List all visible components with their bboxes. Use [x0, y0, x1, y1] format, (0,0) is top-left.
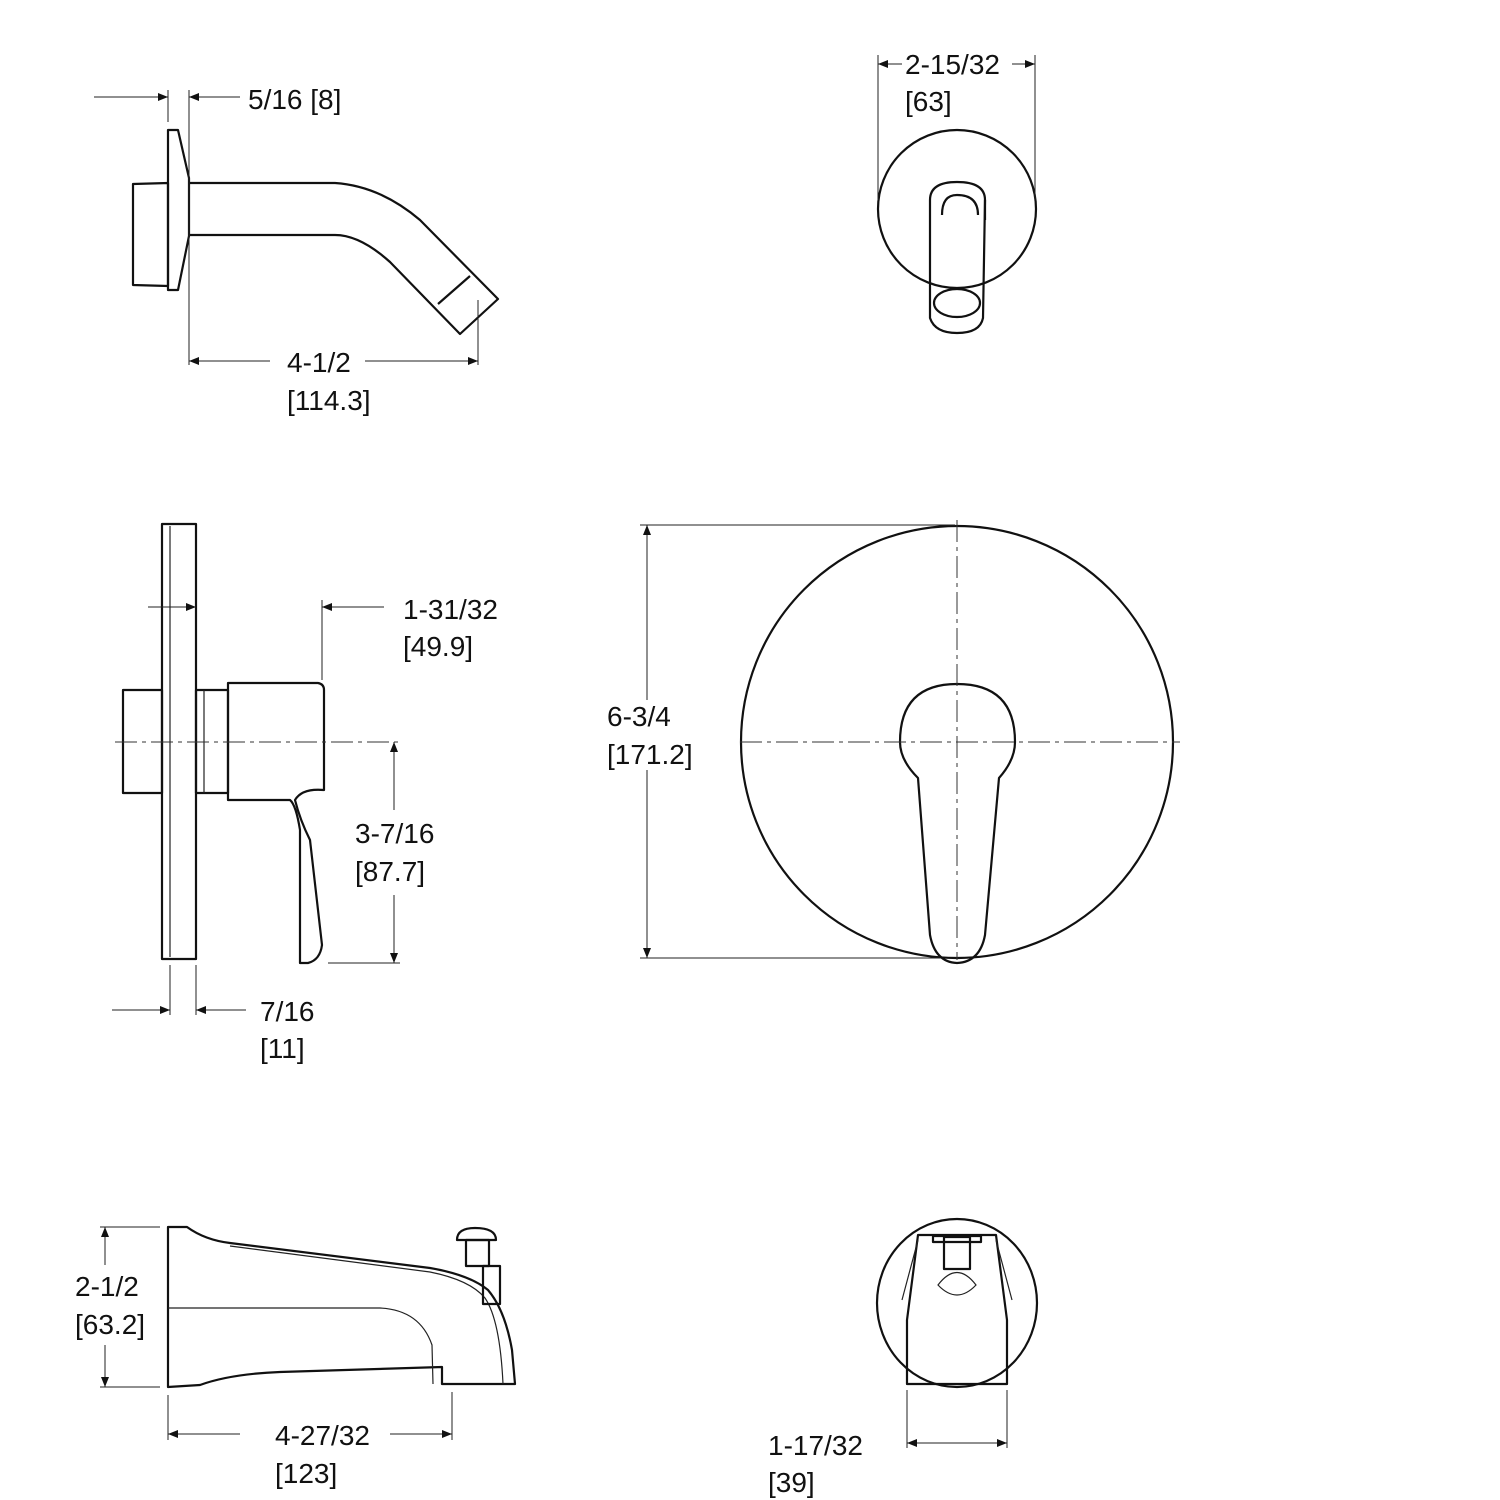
valve-handle-height-inches: 3-7/16: [355, 818, 434, 849]
valve-plate-thickness-inches: 7/16: [260, 996, 315, 1027]
valve-plate-diameter-mm: [171.2]: [607, 739, 693, 770]
valve-plate-diameter-inches: 6-3/4: [607, 701, 671, 732]
valve-handle-projection-inches: 1-31/32: [403, 594, 498, 625]
shower-arm-diameter-inches: 2-15/32: [905, 49, 1000, 80]
valve-handle-height-mm: [87.7]: [355, 856, 425, 887]
shower-arm-side-view: 5/16 [8] 4-1/2 [114.3]: [94, 84, 500, 416]
shower-arm-front-view: 2-15/32 [63]: [876, 49, 1038, 335]
valve-plate-thickness-mm: [11]: [260, 1033, 305, 1064]
tub-spout-length-inches: 4-27/32: [275, 1420, 370, 1451]
shower-arm-flange-dimension: 5/16 [8]: [248, 84, 341, 115]
valve-trim-front-view: 6-3/4 [171.2]: [607, 520, 1180, 965]
tub-spout-height-inches: 2-1/2: [75, 1271, 139, 1302]
tub-spout-side-view: 2-1/2 [63.2] 4-27/32 [123]: [75, 1225, 517, 1489]
shower-arm-diameter-mm: [63]: [905, 86, 952, 117]
tub-spout-front-view: 1-17/32 [39]: [768, 1217, 1039, 1498]
valve-trim-side-view: 1-31/32 [49.9] 3-7/16 [87.7] 7/16 [11]: [112, 522, 498, 1064]
valve-handle-projection-mm: [49.9]: [403, 631, 473, 662]
tub-spout-height-mm: [63.2]: [75, 1309, 145, 1340]
tub-spout-width-mm: [39]: [768, 1467, 815, 1498]
tub-spout-width-inches: 1-17/32: [768, 1430, 863, 1461]
shower-arm-length-inches: 4-1/2: [287, 347, 351, 378]
tub-spout-length-mm: [123]: [275, 1458, 337, 1489]
shower-arm-length-mm: [114.3]: [287, 385, 371, 416]
